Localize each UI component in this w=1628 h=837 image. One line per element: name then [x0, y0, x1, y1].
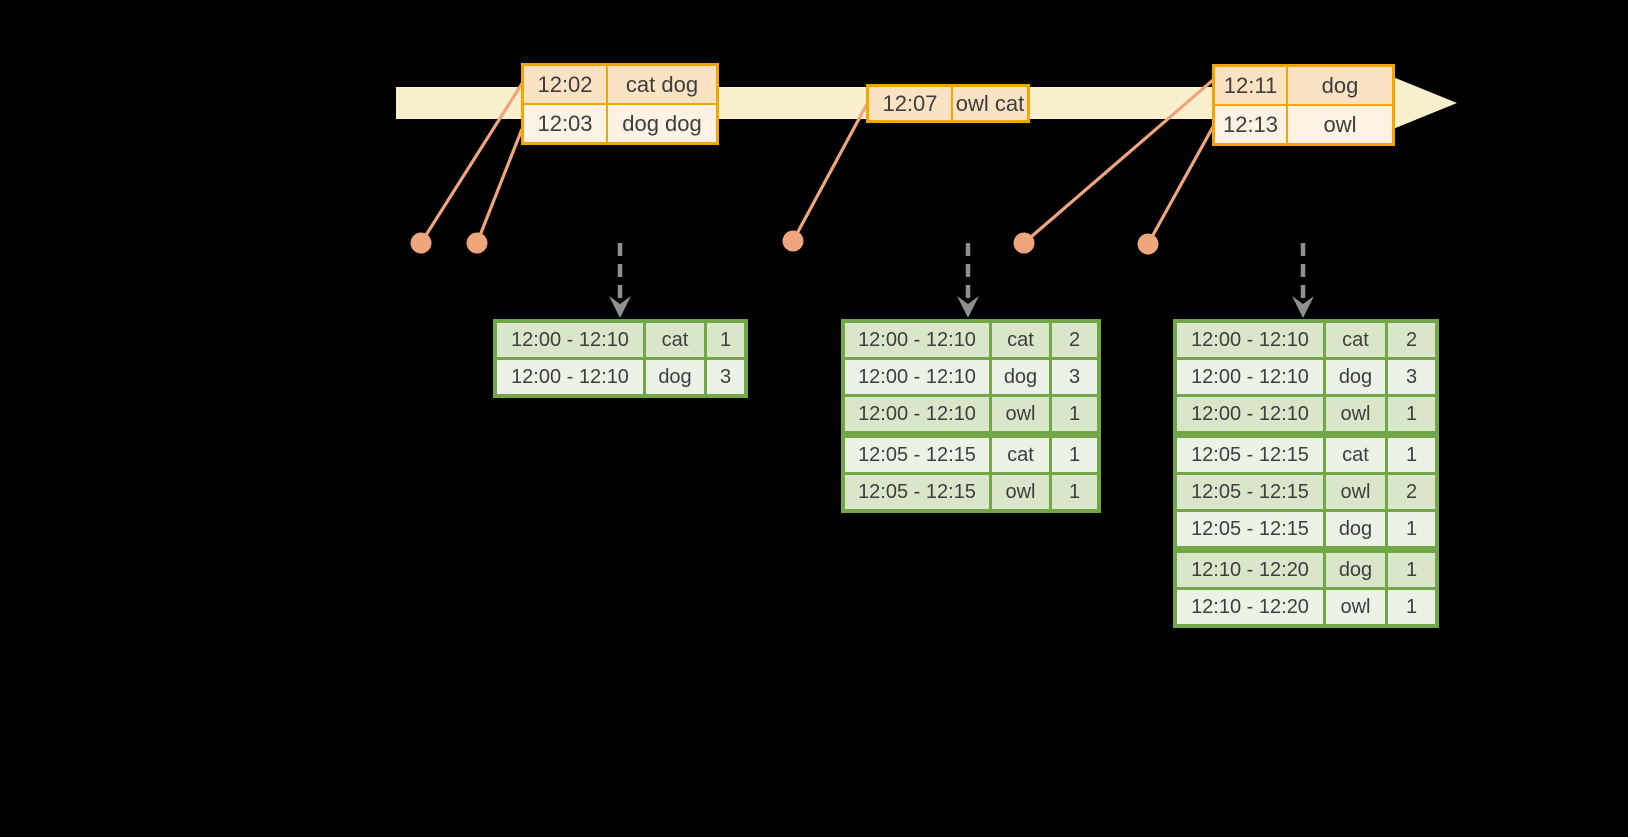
trigger-arrowhead-icon	[957, 296, 979, 318]
event-pointer-line	[475, 128, 524, 244]
trigger-arrows	[609, 243, 1314, 318]
window-cell: 12:05 - 12:15	[1177, 512, 1323, 546]
word-cell: owl	[992, 397, 1049, 431]
word-cell: owl	[1326, 397, 1385, 431]
count-cell: 2	[1388, 475, 1435, 509]
count-cell: 1	[1388, 438, 1435, 472]
count-cell: 1	[1388, 512, 1435, 546]
event-dots	[410, 230, 1159, 255]
count-cell: 3	[707, 360, 744, 394]
count-cell: 3	[1388, 360, 1435, 394]
word-cell: cat	[646, 323, 704, 357]
event-time-cell: 12:11	[1215, 67, 1286, 104]
window-cell: 12:00 - 12:10	[845, 360, 989, 394]
window-cell: 12:10 - 12:20	[1177, 553, 1323, 587]
word-cell: cat	[1326, 323, 1385, 357]
window-cell: 12:10 - 12:20	[1177, 590, 1323, 624]
word-cell: owl	[992, 475, 1049, 509]
window-cell: 12:05 - 12:15	[845, 475, 989, 509]
word-cell: dog	[1326, 512, 1385, 546]
window-cell: 12:00 - 12:10	[1177, 323, 1323, 357]
window-cell: 12:00 - 12:10	[1177, 397, 1323, 431]
window-cell: 12:00 - 12:10	[845, 323, 989, 357]
event-words-cell: dog dog	[608, 105, 716, 142]
timeline-arrowhead-icon	[1393, 77, 1457, 129]
window-cell: 12:00 - 12:10	[845, 397, 989, 431]
count-cell: 1	[1388, 590, 1435, 624]
word-cell: dog	[1326, 360, 1385, 394]
window-cell: 12:05 - 12:15	[1177, 475, 1323, 509]
event-time-cell: 12:03	[524, 105, 606, 142]
event-dot	[1013, 232, 1035, 254]
event-words-cell: owl cat	[953, 87, 1027, 120]
event-pointer-lines	[419, 78, 1216, 245]
event-words-cell: dog	[1288, 67, 1392, 104]
window-cell: 12:00 - 12:10	[1177, 360, 1323, 394]
trigger-arrowhead-icon	[609, 296, 631, 318]
event-dot	[782, 230, 804, 252]
trigger-arrowhead-icon	[1292, 296, 1314, 318]
event-dot	[1137, 233, 1159, 255]
count-cell: 3	[1052, 360, 1097, 394]
window-cell: 12:05 - 12:15	[845, 438, 989, 472]
event-time-cell: 12:13	[1215, 106, 1286, 143]
word-cell: dog	[1326, 553, 1385, 587]
event-pointer-line	[791, 103, 869, 242]
word-cell: cat	[992, 323, 1049, 357]
count-cell: 1	[1052, 397, 1097, 431]
event-words-cell: cat dog	[608, 66, 716, 103]
word-cell: dog	[646, 360, 704, 394]
event-dot	[466, 232, 488, 254]
word-cell: owl	[1326, 590, 1385, 624]
window-cell: 12:05 - 12:15	[1177, 438, 1323, 472]
word-cell: owl	[1326, 475, 1385, 509]
count-cell: 2	[1388, 323, 1435, 357]
event-pointer-line	[1146, 124, 1216, 245]
window-cell: 12:00 - 12:10	[497, 360, 643, 394]
event-pointer-line	[1022, 78, 1215, 245]
count-cell: 2	[1052, 323, 1097, 357]
count-cell: 1	[1052, 475, 1097, 509]
count-cell: 1	[1388, 553, 1435, 587]
event-words-cell: owl	[1288, 106, 1392, 143]
count-cell: 1	[707, 323, 744, 357]
count-cell: 1	[1052, 438, 1097, 472]
event-dot	[410, 232, 432, 254]
event-pointer-line	[419, 81, 525, 244]
event-time-cell: 12:07	[869, 87, 951, 120]
word-cell: cat	[992, 438, 1049, 472]
word-cell: dog	[992, 360, 1049, 394]
event-time-cell: 12:02	[524, 66, 606, 103]
count-cell: 1	[1388, 397, 1435, 431]
window-cell: 12:00 - 12:10	[497, 323, 643, 357]
word-cell: cat	[1326, 438, 1385, 472]
